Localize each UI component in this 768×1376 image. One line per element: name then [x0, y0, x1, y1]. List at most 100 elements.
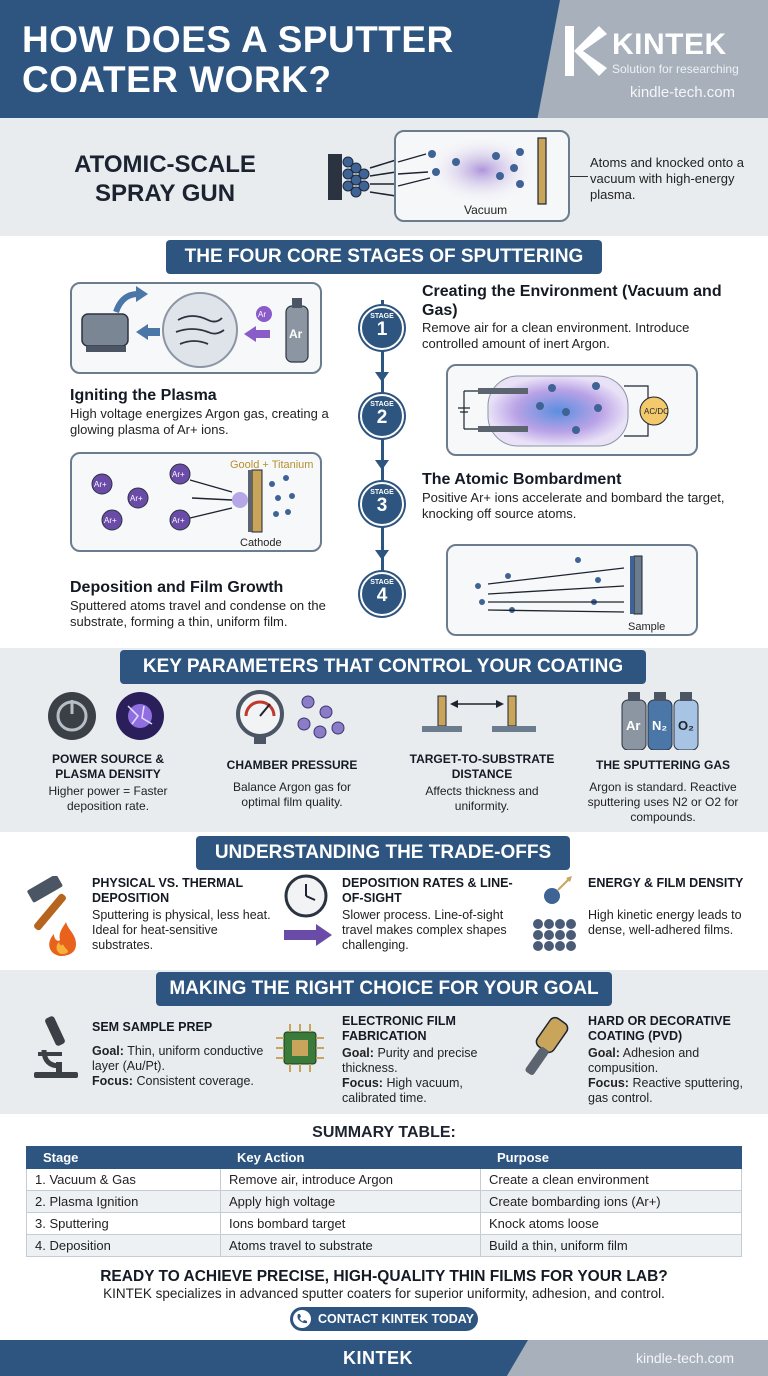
tradeoff-rates-desc: Slower process. Line-of-sight travel mak… — [342, 908, 507, 952]
contact-button-label: CONTACT KINTEK TODAY — [318, 1312, 475, 1326]
stage-3-illustration: Ar+ Ar+ Ar+ Ar+ Ar+ Goold + Titanium Cat… — [70, 452, 322, 552]
contact-button[interactable]: CONTACT KINTEK TODAY — [290, 1307, 478, 1331]
focus-label: Focus: — [588, 1076, 629, 1090]
goal-sem-focus: Consistent coverage. — [136, 1074, 254, 1088]
kintek-logo-icon — [565, 26, 607, 76]
table-row: 3. Sputtering Ions bombard target Knock … — [26, 1212, 742, 1235]
cta-subline: KINTEK specializes in advanced sputter c… — [103, 1286, 665, 1301]
summary-header-row: Stage Key Action Purpose — [26, 1146, 742, 1169]
summary-title: SUMMARY TABLE: — [312, 1124, 456, 1141]
stage-2-description: High voltage energizes Argon gas, creati… — [70, 406, 329, 437]
page-title: HOW DOES A SPUTTER COATER WORK? — [22, 20, 542, 100]
tradeoff-energy-desc: High kinetic energy leads to dense, well… — [588, 908, 742, 937]
goal-electronic-text: Goal: Purity and precise thickness. Focu… — [342, 1046, 512, 1106]
brand-tagline: Solution for researching — [612, 62, 739, 76]
param-pressure-desc: Balance Argon gas for optimal film quali… — [232, 780, 352, 809]
pressure-gauge-icon — [236, 690, 345, 744]
table-row: 2. Plasma Ignition Apply high voltage Cr… — [26, 1190, 742, 1213]
summary-table: Stage Key Action Purpose 1. Vacuum & Gas… — [26, 1146, 742, 1257]
stage-3-badge: STAGE 3 — [360, 482, 404, 526]
goal-label: Goal: — [92, 1044, 124, 1058]
hero-title-line-1: ATOMIC-SCALE — [74, 151, 256, 178]
goal-label: Goal: — [588, 1046, 620, 1060]
stage-number: 1 — [376, 319, 388, 340]
table-cell: Create a clean environment — [480, 1168, 742, 1191]
stage-1-illustration: Ar Ar — [70, 282, 322, 374]
hero-title: ATOMIC-SCALE SPRAY GUN — [20, 150, 310, 208]
param-gas-desc: Argon is standard. Reactive sputtering u… — [587, 780, 739, 824]
tradeoff-energy-title: ENERGY & FILM DENSITY — [588, 876, 744, 890]
table-row: 4. Deposition Atoms travel to substrate … — [26, 1234, 742, 1257]
vacuum-chamber: Vacuum — [394, 130, 570, 222]
goal-electronic-title: ELECTRONIC FILM FABRICATION — [342, 1014, 456, 1043]
footer-brand: KINTEK — [343, 1348, 413, 1368]
table-cell: 2. Plasma Ignition — [26, 1190, 221, 1213]
page-title-line-2: COATER WORK? — [22, 59, 332, 100]
goal-sem-goal: Thin, uniform conductive layer (Au/Pt). — [92, 1044, 264, 1073]
ion-label: Ar+ — [172, 470, 185, 479]
gas-label-n2: N₂ — [652, 718, 667, 733]
sample-label: Sample — [628, 621, 665, 633]
table-cell: 4. Deposition — [26, 1234, 221, 1257]
param-gas-title: THE SPUTTERING GAS — [595, 758, 730, 772]
table-cell: 3. Sputtering — [26, 1212, 221, 1235]
ion-label: Ar+ — [104, 516, 117, 525]
table-cell: Atoms travel to substrate — [220, 1234, 481, 1257]
ion-label: Ar+ — [172, 516, 185, 525]
goal-electronic-focus: High vacuum, calibrated time. — [342, 1076, 463, 1105]
hero-section: ATOMIC-SCALE SPRAY GUN Vacuum Atoms and … — [0, 118, 768, 236]
goal-electronic-goal: Purity and precise thickness. — [342, 1046, 478, 1075]
table-cell: Build a thin, uniform film — [480, 1234, 742, 1257]
stage-4-badge: STAGE 4 — [360, 572, 404, 616]
chip-icon — [276, 1024, 324, 1072]
bombardment-icon: Ar+ Ar+ Ar+ Ar+ Ar+ Goold + Titanium Cat… — [91, 459, 313, 549]
hero-caption: Atoms and knocked onto a vacuum with hig… — [590, 155, 744, 202]
table-cell: Apply high voltage — [220, 1190, 481, 1213]
brand-url[interactable]: kindle-tech.com — [630, 84, 736, 101]
vacuum-label: Vacuum — [464, 203, 507, 217]
cta-headline: READY TO ACHIEVE PRECISE, HIGH-QUALITY T… — [100, 1268, 668, 1285]
param-pressure-title: CHAMBER PRESSURE — [226, 758, 358, 772]
timeline-arrow-2 — [375, 460, 389, 470]
vacuum-diagram: Vacuum — [397, 136, 547, 217]
focus-label: Focus: — [342, 1076, 383, 1090]
goal-coating-text: Goal: Adhesion and compusition. Focus: R… — [588, 1046, 764, 1106]
deposition-icon: Sample — [475, 555, 665, 633]
microscope-icon — [34, 1016, 78, 1078]
focus-label: Focus: — [92, 1074, 133, 1088]
argon-bubble-label: Ar — [258, 310, 266, 319]
phone-icon — [293, 1310, 311, 1328]
stage-1-title: Creating the Environment (Vacuum and Gas… — [422, 283, 722, 319]
stage-3-title: The Atomic Bombardment — [422, 471, 622, 488]
power-plasma-icon — [48, 692, 164, 740]
tradeoff-physical-title: PHYSICAL VS. THERMAL DEPOSITION — [92, 876, 243, 905]
footer-url[interactable]: kindle-tech.com — [636, 1350, 735, 1366]
goal-coating-title: HARD OR DECORATIVE COATING (PVD) — [588, 1014, 731, 1043]
stage-number: 2 — [376, 407, 388, 428]
goal-coating-goal: Adhesion and compusition. — [588, 1046, 700, 1075]
parameters-banner: KEY PARAMETERS THAT CONTROL YOUR COATING — [120, 650, 646, 684]
tradeoff-physical-desc: Sputtering is physical, less heat. Ideal… — [92, 908, 271, 952]
table-row: 1. Vacuum & Gas Remove air, introduce Ar… — [26, 1168, 742, 1191]
table-cell: Remove air, introduce Argon — [220, 1168, 481, 1191]
stage-4-description: Sputtered atoms travel and condense on t… — [70, 598, 326, 629]
param-distance-desc: Affects thickness and uniformity. — [425, 784, 539, 813]
summary-header-purpose: Purpose — [480, 1146, 742, 1169]
param-distance-title: TARGET-TO-SUBSTRATE DISTANCE — [409, 752, 555, 781]
argon-tank-label: Ar — [289, 327, 303, 341]
stage-2-badge: STAGE 2 — [360, 394, 404, 438]
param-power-desc: Higher power = Faster deposition rate. — [48, 784, 168, 813]
summary-header-action: Key Action — [220, 1146, 481, 1169]
stage-badge-label: STAGE — [370, 579, 394, 586]
timeline-arrow-3 — [375, 550, 389, 560]
tradeoffs-banner: UNDERSTANDING THE TRADE-OFFS — [196, 836, 570, 870]
header: HOW DOES A SPUTTER COATER WORK? KINTEK S… — [0, 0, 768, 118]
stage-3-description: Positive Ar+ ions accelerate and bombard… — [422, 490, 725, 521]
table-cell: 1. Vacuum & Gas — [26, 1168, 221, 1191]
page-title-line-1: HOW DOES A SPUTTER — [22, 19, 454, 60]
ion-label: Ar+ — [130, 494, 143, 503]
gas-label-o2: O₂ — [678, 718, 694, 733]
goal-label: Goal: — [342, 1046, 374, 1060]
clock-arrow-icon — [284, 874, 332, 946]
stage-number: 4 — [376, 585, 388, 606]
